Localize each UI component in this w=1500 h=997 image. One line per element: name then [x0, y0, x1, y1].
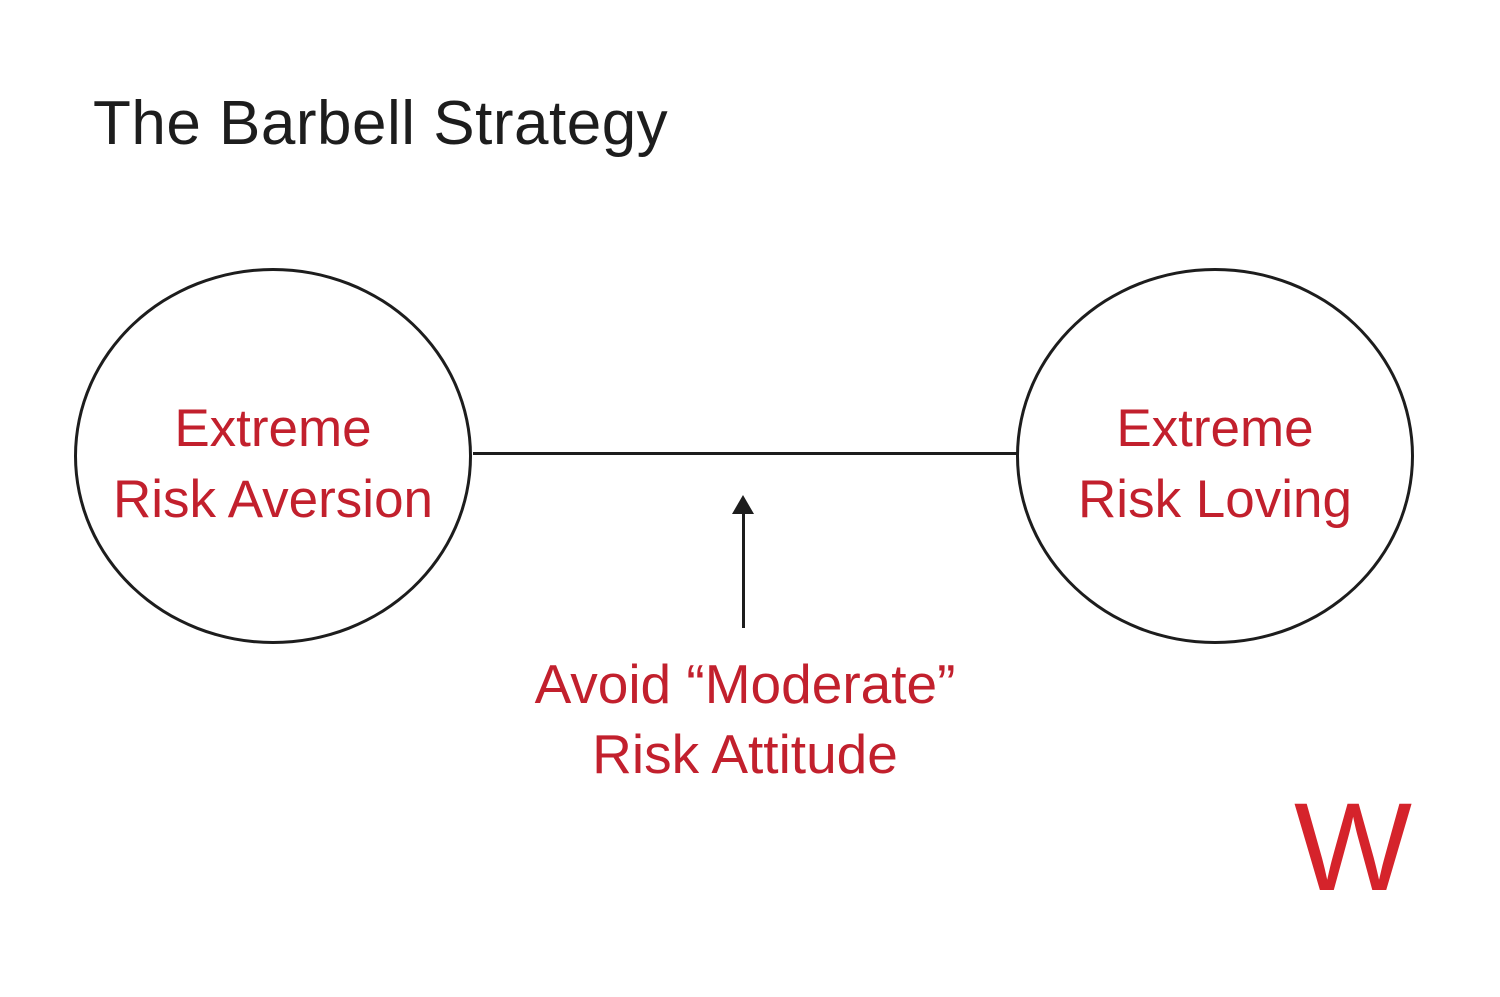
- right-circle-extreme-risk-loving: Extreme Risk Loving: [1016, 268, 1414, 644]
- up-arrow-icon: [732, 495, 754, 514]
- right-circle-label-line1: Extreme: [1116, 398, 1314, 458]
- w-logo: W: [1294, 778, 1412, 917]
- left-circle-extreme-risk-aversion: Extreme Risk Aversion: [74, 268, 472, 644]
- left-circle-label-line2: Risk Aversion: [112, 470, 434, 529]
- left-circle-label-line1: Extreme: [174, 398, 372, 458]
- up-arrow-shaft: [742, 510, 745, 628]
- barbell-bar-line: [473, 452, 1018, 455]
- annotation-line1: Avoid “Moderate”: [534, 653, 956, 715]
- diagram-title: The Barbell Strategy: [93, 89, 669, 158]
- annotation-line2: Risk Attitude: [592, 722, 898, 785]
- annotation-avoid-moderate-risk-attitude: Avoid “Moderate” Risk Attitude: [470, 650, 1020, 790]
- right-circle-label-line2: Risk Loving: [1078, 470, 1352, 529]
